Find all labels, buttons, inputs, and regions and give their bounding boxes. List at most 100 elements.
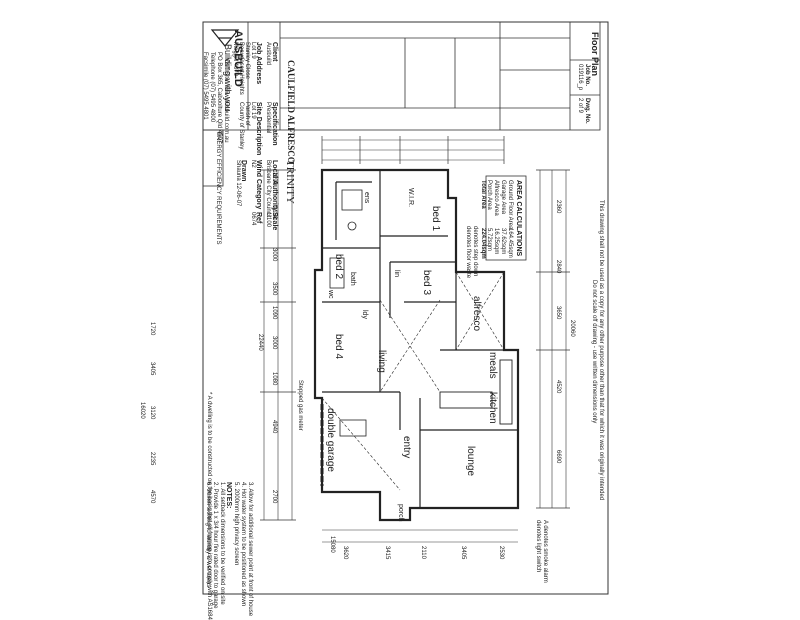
shower-fixture xyxy=(341,189,363,211)
company-line-1: PO Box 365, Caboolture Qld 4507 xyxy=(216,52,222,144)
gas-meter-note: Stepped gas meter xyxy=(297,380,303,431)
dim-bottom-seg-3: 2110 xyxy=(420,546,426,559)
bath-fixture xyxy=(329,257,345,289)
room-label-alfresco: alfresco xyxy=(471,296,482,332)
dim-top-overall: 16020 xyxy=(139,402,145,419)
job-address-label: Job Address xyxy=(255,42,262,85)
dim-bottom-seg-1: 3620 xyxy=(342,546,348,560)
area-row-label-1: Ground Floor Area xyxy=(507,180,513,230)
dim-bottom-seg-5: 2530 xyxy=(498,546,504,560)
site-description-line-3: County of Stanley xyxy=(238,102,244,150)
floor-plan xyxy=(313,168,520,522)
room-label-bed2: bed 2 xyxy=(333,254,344,280)
room-label-bed3: bed 3 xyxy=(421,270,432,296)
kitchen-island xyxy=(439,391,493,409)
room-label-kitchen: kitchen xyxy=(487,392,498,424)
energy-efficiency-label: ENERGY EFFICIENCY REQUIREMENTS xyxy=(215,132,221,245)
room-label-bed1: bed 1 xyxy=(430,206,441,232)
room-label-garage: double garage xyxy=(325,408,336,472)
company-website: Visit Site: www.ausbuild.com.au xyxy=(223,58,229,143)
dim-right-seg-5: 6690 xyxy=(555,450,561,464)
room-label-porch: porch xyxy=(397,504,404,522)
dim-right-seg-3: 3650 xyxy=(555,306,561,320)
footer-line-2: Do not scale off drawing - use written d… xyxy=(591,280,597,424)
title-block xyxy=(202,21,601,187)
company-line-3: Facsimile (07) 5495 4801 xyxy=(202,52,208,120)
dim-right-seg-1: 2360 xyxy=(555,200,561,214)
dwg-no-label: Dwg. No. xyxy=(584,98,590,124)
company-line-2: Telephone (07) 5495 4800 xyxy=(209,52,215,123)
dimension-lines xyxy=(263,139,567,543)
note-line-5: 5. 2000mm high privacy screen xyxy=(233,482,239,566)
hatched-panel xyxy=(339,419,367,437)
dim-top-seg-1: 1720 xyxy=(149,322,155,336)
dim-bottom-seg-2: 3415 xyxy=(384,546,390,560)
room-label-ens: ens xyxy=(363,192,370,204)
dim-top-seg-5: 4570 xyxy=(149,490,155,504)
area-row-value-2: 37.62sqm xyxy=(500,228,506,255)
document-page: AUSBUILD Building with you PO Box 365, C… xyxy=(139,21,609,620)
dim-left-seg-7: 1080 xyxy=(271,372,277,386)
specification-label: Specification xyxy=(271,102,278,146)
local-authority-label: Local Authority xyxy=(271,160,278,212)
dim-left-seg-5: 1090 xyxy=(271,306,277,320)
site-description-line-1: Lot 19 xyxy=(250,102,256,119)
site-description-line-2: Parish of xyxy=(244,102,250,126)
outer-wall xyxy=(313,168,520,522)
sheet-title: Floor Plan xyxy=(590,32,600,77)
kitchen-bench xyxy=(499,359,513,425)
job-address-line-3: Beaudesert Heights xyxy=(238,42,244,95)
drawn-label: Drawn xyxy=(240,160,247,182)
note-line-1: 1. All setback dimensions to be verified… xyxy=(219,482,225,605)
basin-fixture xyxy=(347,221,357,231)
dim-left-seg-6: 3000 xyxy=(271,336,277,350)
internal-walls xyxy=(322,170,518,508)
area-calc-heading: AREA CALCULATIONS xyxy=(515,180,522,257)
room-label-lin: lin xyxy=(393,270,400,278)
wind-category-value: N2 xyxy=(250,160,256,168)
room-label-meals: meals xyxy=(487,352,498,379)
job-address-line-1: Lot 19 xyxy=(250,42,256,59)
area-row-label-5: Total Area xyxy=(480,180,486,209)
dwg-no-value: 2 of 9 xyxy=(577,98,583,114)
area-row-value-4: 5.72sqm xyxy=(486,228,492,252)
dim-right-overall: 20060 xyxy=(569,320,575,337)
dim-right-seg-4: 4520 xyxy=(555,380,561,394)
dim-left-seg-8: 4940 xyxy=(271,420,277,434)
room-label-entry: entry xyxy=(401,436,412,459)
room-label-bed4: bed 4 xyxy=(333,334,344,360)
area-row-value-1: 164.45sqm xyxy=(507,228,513,258)
room-label-lounge: lounge xyxy=(465,446,476,477)
area-row-value-3: 16.25sqm xyxy=(493,228,499,255)
job-no-value: 019116_p xyxy=(577,64,583,91)
alfresco-roofline xyxy=(321,271,505,491)
room-label-ldy: ldy xyxy=(361,310,368,319)
job-address-line-2: Stanley Close xyxy=(244,42,250,80)
specification-value: Presidential xyxy=(265,102,271,134)
design-name: CAULFIELD ALFRESCO xyxy=(286,60,296,164)
room-label-bath: bath xyxy=(349,272,356,286)
floor-plan-sheet xyxy=(202,21,609,595)
client-label: Client xyxy=(271,42,278,62)
series-name: TRINITY xyxy=(284,160,296,204)
dim-top-seg-2: 3405 xyxy=(149,362,155,376)
dwelling-note: * A dwelling is to be constructed on the… xyxy=(206,392,212,620)
site-description-label: Site Description xyxy=(255,102,262,156)
drawn-value: Shauna 12-06-07 xyxy=(235,160,241,207)
inset-line-1: denotes step down xyxy=(472,226,478,277)
room-label-living: living xyxy=(376,350,387,373)
note-line-3: 3. Allow for additional sewer point at f… xyxy=(247,482,253,617)
dim-bottom-seg-4: 3405 xyxy=(460,546,466,560)
dim-left-seg-1: 1190 xyxy=(271,172,277,185)
note-line-2: 2. Provide 1 x 3/4 hour fire rated door … xyxy=(212,482,218,609)
dim-left-seg-4: 3500 xyxy=(271,282,277,296)
dim-top-seg-4: 2235 xyxy=(149,452,155,466)
area-calculations-box xyxy=(485,175,527,261)
dim-bottom-overall: 15080 xyxy=(329,536,335,553)
job-address-line-4: Moggill 4070 xyxy=(232,42,238,77)
legend-line-2: denotes light switch xyxy=(535,520,541,573)
dim-left-seg-9: 2700 xyxy=(271,490,277,504)
dim-left-overall: 22440 xyxy=(257,334,263,351)
dim-left-seg-3: 3000 xyxy=(271,248,277,262)
ref-value: 0674 xyxy=(250,212,256,226)
